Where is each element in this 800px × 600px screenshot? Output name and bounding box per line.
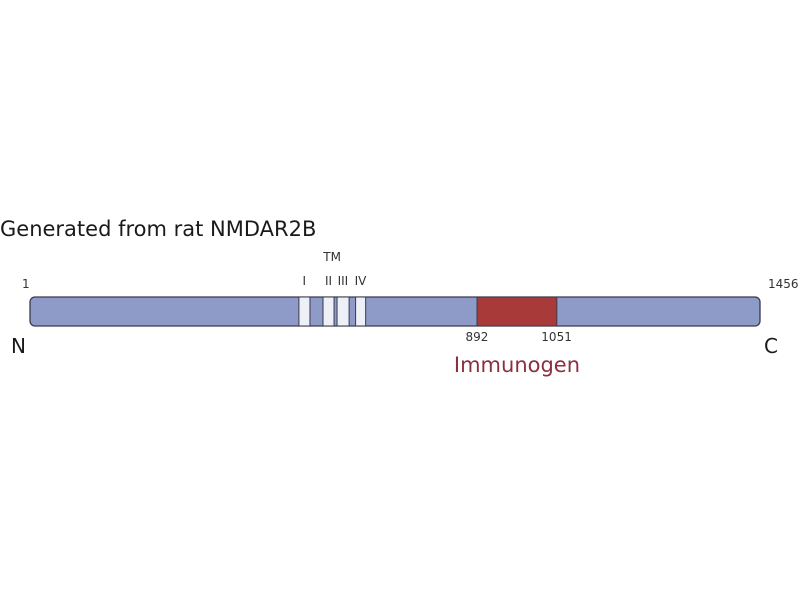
tm-domain-group	[298, 296, 367, 327]
tm-domain-label-2: II	[325, 274, 333, 288]
tm-domain-4	[355, 296, 367, 327]
sequence-end-label: 1456	[768, 277, 799, 291]
immunogen-region	[476, 296, 558, 327]
page-title: Generated from rat NMDAR2B	[0, 217, 317, 241]
tm-domain-label-1: I	[302, 274, 306, 288]
tm-group-label: TM	[323, 250, 341, 264]
protein-bar	[29, 296, 761, 327]
tm-domain-1	[298, 296, 311, 327]
immunogen-label: Immunogen	[453, 353, 581, 377]
tm-domain-label-4: IV	[354, 274, 367, 288]
tm-domain-3	[336, 296, 350, 327]
tm-domain-2	[322, 296, 335, 327]
c-terminus-label: C	[764, 334, 778, 358]
tm-domain-label-3: III	[337, 274, 349, 288]
immunogen-end-label: 1051	[541, 330, 572, 344]
sequence-start-label: 1	[22, 277, 30, 291]
immunogen-start-label: 892	[465, 330, 489, 344]
n-terminus-label: N	[11, 334, 26, 358]
